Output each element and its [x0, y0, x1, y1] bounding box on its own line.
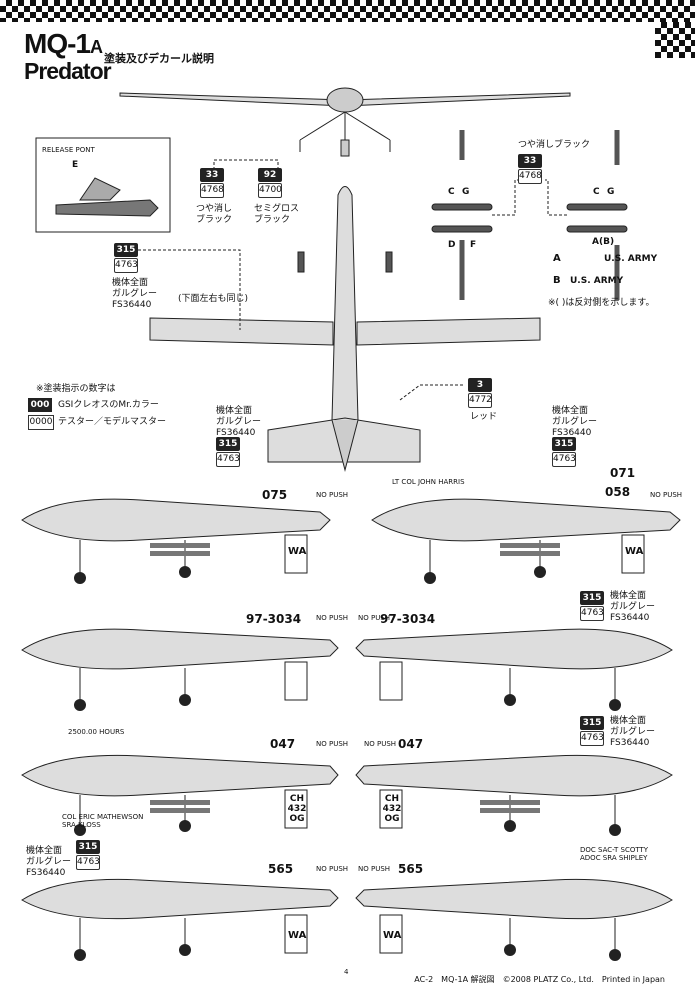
part-letter-c: C	[448, 187, 455, 197]
part-letter-e: E	[72, 160, 79, 170]
body-grey-label-d: 機体全面 ガルグレー FS36440	[610, 591, 656, 623]
section-heading: 塗装及びデカール説明	[104, 52, 214, 65]
part-letter-a: A	[553, 253, 561, 264]
serial-3034-b: 97-3034	[380, 612, 436, 626]
serial-047-a: 047	[270, 737, 296, 751]
part-letter-ab: A(B)	[592, 237, 615, 247]
col-eric-label: COL ERIC MATHEWSON SRA KLOSS	[62, 813, 144, 829]
us-army-label-b: U.S. ARMY	[570, 276, 624, 286]
checkered-border-corner	[655, 22, 695, 58]
underside-note: (下面左右も同じ)	[178, 294, 249, 304]
body-grey-label-a: 機体全面 ガルグレー FS36440	[112, 278, 158, 310]
color-label-red: レッド	[470, 412, 498, 422]
legend-gsi-text: GSIクレオスのMr.カラー	[58, 400, 159, 410]
body-grey-label-c: 機体全面 ガルグレー FS36440	[552, 406, 598, 438]
tail-code-wa-4: WA	[383, 930, 402, 941]
no-push-8: NO PUSH	[358, 865, 391, 873]
no-push-2: NO PUSH	[650, 491, 683, 499]
release-point-label: RELEASE PONT	[42, 146, 95, 154]
tail-code-wa-1: WA	[288, 546, 307, 557]
page-subtitle: Predator	[24, 58, 112, 84]
serial-071: 071	[610, 466, 636, 480]
legend-title: ※塗装指示の数字は	[36, 384, 116, 394]
part-letter-g: G	[462, 187, 470, 197]
serial-047-b: 047	[398, 737, 424, 751]
body-grey-label-f: 機体全面 ガルグレー FS36440	[26, 846, 72, 878]
checkered-border-top	[0, 0, 695, 22]
part-letter-c-2: C	[593, 187, 600, 197]
no-push-6: NO PUSH	[364, 740, 397, 748]
no-push-4: NO PUSH	[358, 614, 391, 622]
footer-text: AC-2 MQ-1A 解説図 ©2008 PLATZ Co., Ltd. Pri…	[414, 975, 665, 984]
serial-058: 058	[605, 485, 631, 499]
page-title: MQ-1A	[24, 28, 103, 59]
legend-model-text: テスター／モデルマスター	[58, 417, 167, 427]
no-push-1: NO PUSH	[316, 491, 349, 499]
part-letter-g-2: G	[607, 187, 615, 197]
serial-565-a: 565	[268, 862, 294, 876]
part-letter-d: D	[448, 240, 456, 250]
legend-gsi-swatch: 000	[28, 398, 52, 412]
us-army-label-a: U.S. ARMY	[604, 254, 658, 264]
serial-075: 075	[262, 488, 288, 502]
color-label-matte-black: つや消し ブラック	[196, 204, 233, 225]
serial-565-b: 565	[398, 862, 424, 876]
body-grey-label-b: 機体全面 ガルグレー FS36440	[216, 406, 262, 438]
doc-sac-label: DOC SAC-T SCOTTY ADOC SRA SHIPLEY	[580, 846, 649, 862]
tail-code-wa-2: WA	[625, 546, 644, 557]
page-number: 4	[344, 968, 349, 976]
serial-3034-a: 97-3034	[246, 612, 302, 626]
lt-col-label: LT COL JOHN HARRIS	[392, 478, 465, 486]
no-push-7: NO PUSH	[316, 865, 349, 873]
part-letter-b: B	[553, 275, 561, 286]
no-push-3: NO PUSH	[316, 614, 349, 622]
hours-label: 2500.00 HOURS	[68, 728, 125, 736]
mirror-note: ※( )は反対側を示します。	[548, 298, 655, 308]
color-label-matte-black-2: つや消しブラック	[518, 140, 591, 150]
tail-code-wa-3: WA	[288, 930, 307, 941]
no-push-5: NO PUSH	[316, 740, 349, 748]
color-label-semigloss-black: セミグロス ブラック	[254, 204, 300, 225]
legend-model-swatch: 0000	[28, 415, 54, 430]
body-grey-label-e: 機体全面 ガルグレー FS36440	[610, 716, 656, 748]
part-letter-f: F	[470, 240, 477, 250]
